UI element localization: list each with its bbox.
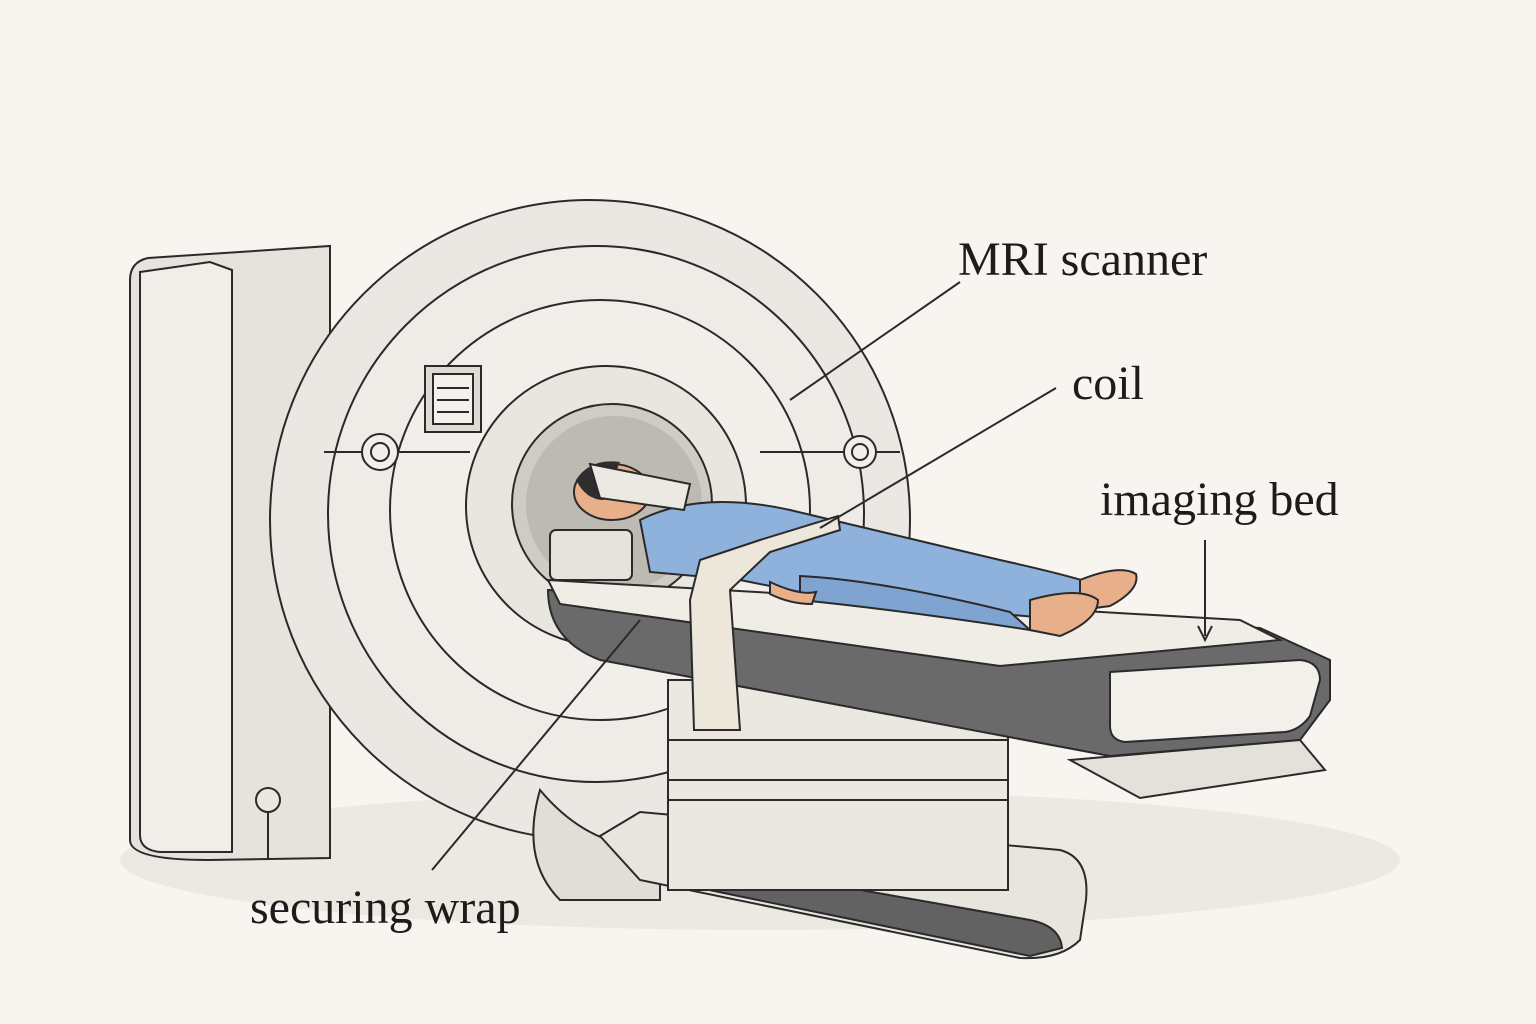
scanner-rear-housing (129, 244, 331, 862)
label-securing-wrap: securing wrap (250, 881, 521, 934)
gantry-laser-left (361, 433, 399, 471)
patient (573, 461, 1138, 638)
leader-coil (819, 387, 1057, 529)
head-cushion (549, 529, 633, 581)
label-coil: coil (1072, 357, 1144, 410)
securing-wrap (688, 514, 842, 731)
housing-knob (255, 787, 281, 813)
label-imaging-bed: imaging bed (1100, 473, 1339, 526)
label-mri-scanner: MRI scanner (958, 233, 1208, 286)
gantry-laser-right (843, 435, 877, 469)
leader-securing-wrap (431, 619, 641, 871)
imaging-bed (546, 529, 1331, 800)
head-coil (588, 462, 692, 512)
leader-mri-scanner (789, 281, 961, 401)
